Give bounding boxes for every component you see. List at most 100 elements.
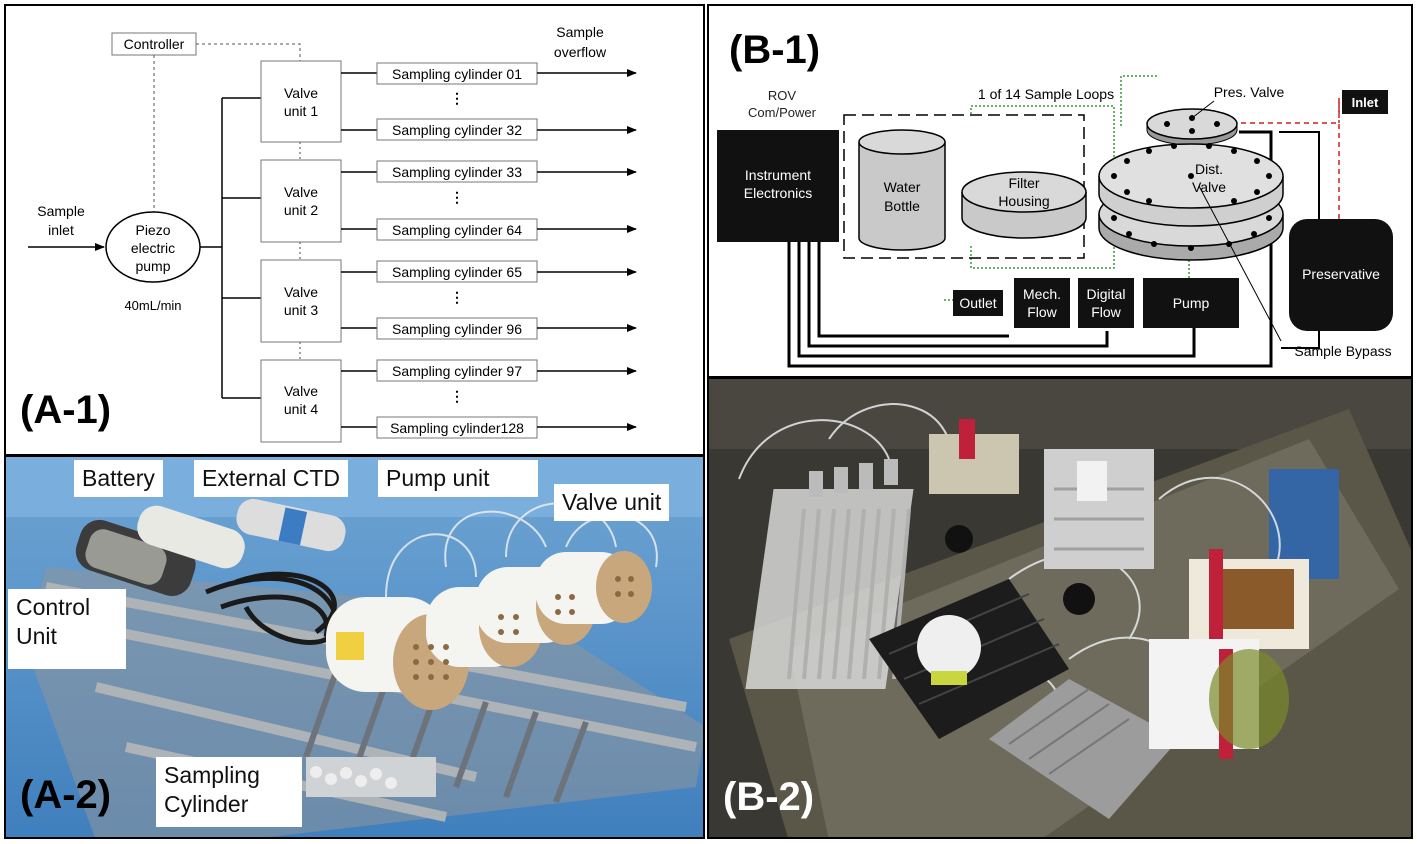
svg-text:Sampling cylinder 65: Sampling cylinder 65: [392, 264, 522, 280]
b1-wiring: [787, 130, 1273, 368]
svg-text:Valve: Valve: [284, 85, 318, 101]
preservative-box-photo: [1149, 549, 1309, 759]
valve-unit-4: Valve unit 4: [260, 359, 342, 443]
sample-inlet-label-2: inlet: [48, 222, 74, 238]
cylinder-33: Sampling cylinder 33: [341, 160, 637, 183]
cylinder-64: Sampling cylinder 64: [341, 218, 637, 241]
svg-text:Sampling cylinder 96: Sampling cylinder 96: [392, 321, 522, 337]
b1-pump-box: [1143, 278, 1239, 328]
pump-label-1: Piezo: [135, 222, 170, 238]
svg-text:unit 4: unit 4: [284, 401, 318, 417]
svg-text:Sampling cylinder 64: Sampling cylinder 64: [392, 222, 522, 238]
pump-label-2: electric: [131, 240, 175, 256]
svg-text:Filter: Filter: [1008, 175, 1039, 191]
ellipsis-1: ⋮: [450, 90, 464, 106]
panel-label-a2: (A-2): [20, 773, 112, 817]
controller-label: Controller: [124, 36, 185, 52]
electronics-label-1: Instrument: [745, 167, 811, 183]
a1-diagram-svg: Controller Sample inlet Piezo electric p…: [28, 24, 637, 443]
manifold-branches: [222, 97, 261, 399]
valve-unit-1: Valve unit 1: [260, 60, 342, 143]
valve-unit-2: Valve unit 2: [260, 159, 342, 243]
panel-label-b2: (B-2): [723, 775, 815, 819]
control-unit-cylinder: [75, 519, 196, 597]
svg-text:Valve: Valve: [284, 284, 318, 300]
battery-cylinder: [137, 505, 245, 569]
panel-label-a1: (A-1): [20, 388, 112, 432]
svg-text:Valve: Valve: [284, 184, 318, 200]
outlet-box: [953, 290, 1003, 316]
preservative-label: Preservative: [1302, 266, 1380, 282]
rov-label-2: Com/Power: [748, 105, 817, 120]
outlet-label: Outlet: [959, 295, 996, 311]
mech-flow-box: [1014, 278, 1070, 328]
panel-label-b1: (B-1): [729, 28, 821, 72]
instrument-electronics-box: [717, 130, 839, 242]
svg-text:Sampling cylinder128: Sampling cylinder128: [390, 420, 524, 436]
svg-text:Dist.: Dist.: [1195, 161, 1223, 177]
svg-text:Sampling cylinder 97: Sampling cylinder 97: [392, 363, 522, 379]
sample-loops-label: 1 of 14 Sample Loops: [978, 86, 1114, 102]
svg-text:Housing: Housing: [998, 193, 1049, 209]
pump-unit-callout: Pump unit: [378, 460, 538, 497]
svg-text:unit 3: unit 3: [284, 302, 318, 318]
water-bottle: Water Bottle: [858, 129, 946, 251]
external-ctd-cylinder: [236, 498, 346, 552]
control-unit-callout: Control Unit: [8, 589, 126, 669]
sample-overflow-label-2: overflow: [554, 44, 607, 60]
cylinder-97: Sampling cylinder 97: [341, 359, 637, 382]
ellipsis-2: ⋮: [450, 189, 464, 205]
ellipsis-4: ⋮: [450, 388, 464, 404]
cylinder-01: Sampling cylinder 01: [341, 62, 637, 85]
cylinder-96: Sampling cylinder 96: [341, 317, 637, 340]
pres-valve: [1146, 108, 1238, 146]
svg-text:Bottle: Bottle: [884, 198, 920, 214]
battery-callout: Battery: [74, 460, 163, 497]
ellipsis-3: ⋮: [450, 289, 464, 305]
svg-text:unit 2: unit 2: [284, 202, 318, 218]
inlet-box: [1342, 90, 1388, 114]
svg-text:Sampling cylinder 32: Sampling cylinder 32: [392, 122, 522, 138]
preservative-box: [1289, 219, 1393, 331]
grey-crate: [1044, 449, 1154, 569]
filter-housing: Filter Housing: [961, 171, 1087, 239]
svg-text:Water: Water: [884, 179, 921, 195]
flow-rate-label: 40mL/min: [124, 298, 181, 313]
digital-flow-box: [1078, 278, 1134, 328]
digital-flow-label-1: Digital: [1087, 286, 1126, 302]
inlet-label: Inlet: [1352, 95, 1379, 110]
rov-label-1: ROV: [768, 88, 797, 103]
mech-flow-label-1: Mech.: [1023, 286, 1061, 302]
sample-inlet-label-1: Sample: [37, 203, 85, 219]
cylinder-128: Sampling cylinder128: [341, 416, 637, 439]
preservative-line: [1237, 98, 1340, 219]
cylinder-32: Sampling cylinder 32: [341, 118, 637, 141]
b2-photo-illustration: [709, 379, 1411, 837]
pump-label-3: pump: [135, 258, 170, 274]
svg-text:Valve: Valve: [284, 383, 318, 399]
cylinder-65: Sampling cylinder 65: [341, 260, 637, 283]
sampling-cylinder-callout: Sampling Cylinder: [156, 757, 302, 827]
svg-text:Sampling cylinder 01: Sampling cylinder 01: [392, 66, 522, 82]
grey-crate-bottom: [989, 679, 1179, 819]
electronics-label-2: Electronics: [744, 185, 812, 201]
valve-units-photo: [326, 551, 652, 710]
svg-text:Sampling cylinder 33: Sampling cylinder 33: [392, 164, 522, 180]
b1-pump-label: Pump: [1173, 295, 1210, 311]
sample-bypass-label: Sample Bypass: [1294, 343, 1391, 359]
svg-text:Valve: Valve: [1192, 179, 1226, 195]
sampling-cylinder-ends: [306, 757, 436, 797]
mech-flow-label-2: Flow: [1027, 304, 1057, 320]
panel-b2-photo: (B-2): [707, 377, 1413, 839]
sample-overflow-label-1: Sample: [556, 24, 604, 40]
digital-flow-label-2: Flow: [1091, 304, 1121, 320]
dist-valve: Dist. Valve: [1098, 143, 1284, 261]
panel-b1-schematic: ROV Com/Power Instrument Electronics 1 o…: [707, 4, 1413, 378]
panel-a2-photo: Battery External CTD Pump unit Valve uni…: [4, 455, 705, 839]
controller-link-valve: [196, 43, 301, 61]
valve-unit-3: Valve unit 3: [260, 259, 342, 343]
black-crate: [869, 579, 1069, 739]
valve-unit-callout: Valve unit: [554, 484, 670, 521]
b1-diagram-svg: ROV Com/Power Instrument Electronics 1 o…: [717, 75, 1393, 368]
pres-valve-label: Pres. Valve: [1214, 84, 1285, 100]
